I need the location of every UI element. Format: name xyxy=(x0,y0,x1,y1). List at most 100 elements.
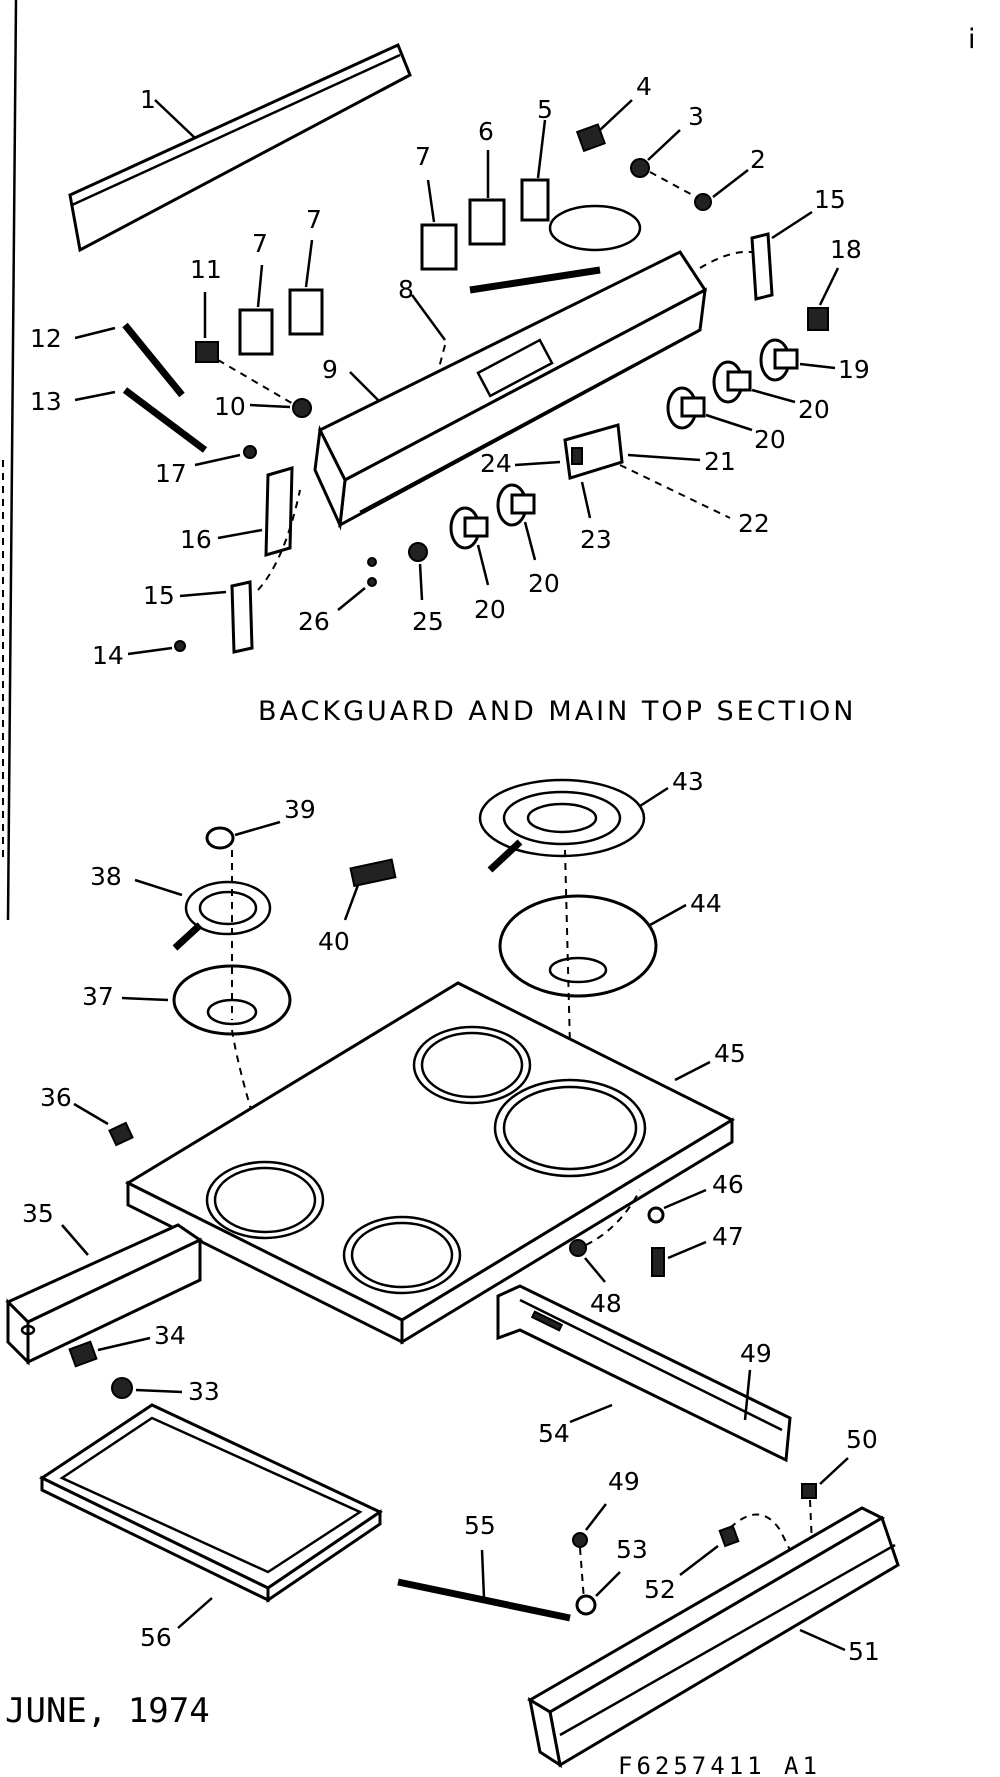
label-43: 43 xyxy=(672,767,704,796)
leader-36 xyxy=(73,1102,109,1126)
part-7-switch-b xyxy=(238,308,274,356)
label-16: 16 xyxy=(180,525,212,554)
label-14: 14 xyxy=(92,641,124,670)
label-12: 12 xyxy=(30,324,62,353)
label-26: 26 xyxy=(298,607,330,636)
part-13-wire-harness xyxy=(122,387,208,453)
leader-14 xyxy=(127,646,173,656)
part-26-screws xyxy=(367,557,377,587)
leader-45 xyxy=(674,1060,711,1082)
leader-34 xyxy=(97,1336,151,1352)
leader-20c xyxy=(705,413,753,432)
corner-mark: i xyxy=(968,24,979,55)
part-47-screw xyxy=(651,1247,665,1277)
label-11: 11 xyxy=(190,255,222,284)
label-10: 10 xyxy=(214,392,246,421)
part-51-front-trim xyxy=(527,1506,900,1769)
label-8: 8 xyxy=(398,275,414,304)
label-53: 53 xyxy=(616,1535,648,1564)
leader-7c xyxy=(304,239,314,288)
label-52: 52 xyxy=(644,1575,676,1604)
label-25: 25 xyxy=(412,607,444,636)
label-37: 37 xyxy=(82,982,114,1011)
leader-1 xyxy=(154,99,196,139)
leader-10 xyxy=(249,403,291,409)
label-20a: 20 xyxy=(474,595,506,624)
label-51: 51 xyxy=(848,1637,880,1666)
label-44: 44 xyxy=(690,889,722,918)
part-7-switch-c xyxy=(288,288,324,336)
label-7c: 7 xyxy=(306,205,322,234)
label-15b: 15 xyxy=(143,581,175,610)
leader-24 xyxy=(514,460,561,467)
part-50-clip xyxy=(801,1483,817,1499)
leader-16 xyxy=(217,528,263,540)
leader-46 xyxy=(663,1188,707,1210)
part-15-end-cap-right xyxy=(750,232,774,301)
part-53-nut xyxy=(575,1594,597,1616)
part-17-screw xyxy=(243,445,257,459)
leader-20d xyxy=(751,388,796,404)
leader-48 xyxy=(584,1257,606,1283)
footer-code: F6257411 A1 xyxy=(618,1752,821,1777)
leader-43 xyxy=(639,786,669,808)
label-50: 50 xyxy=(846,1425,878,1454)
leader-20a xyxy=(476,544,490,586)
label-36: 36 xyxy=(40,1083,72,1112)
label-40: 40 xyxy=(318,927,350,956)
part-14-screw xyxy=(174,640,186,652)
dash-15-16 xyxy=(257,489,301,591)
part-3-nut xyxy=(630,158,650,178)
label-7b: 7 xyxy=(252,229,268,258)
part-7-switch-a xyxy=(420,223,458,271)
part-20-knob-b xyxy=(496,483,536,527)
dash-11 xyxy=(217,359,296,406)
part-20-knob-d xyxy=(712,360,752,404)
label-5: 5 xyxy=(537,95,553,124)
label-49a: 49 xyxy=(740,1339,772,1368)
label-19: 19 xyxy=(838,355,870,384)
label-49b: 49 xyxy=(608,1467,640,1496)
part-49-screw xyxy=(572,1532,588,1548)
part-5-thermostat xyxy=(469,178,642,294)
leader-17 xyxy=(194,453,241,467)
label-55: 55 xyxy=(464,1511,496,1540)
part-11-clip xyxy=(195,341,219,363)
leader-9 xyxy=(349,371,379,401)
label-18: 18 xyxy=(830,235,862,264)
footer-date: JUNE, 1974 xyxy=(5,1691,210,1731)
dash-2-3 xyxy=(649,171,699,199)
leader-35 xyxy=(61,1224,89,1256)
leader-49b xyxy=(585,1503,607,1531)
left-margin-line xyxy=(6,0,18,921)
label-48: 48 xyxy=(590,1289,622,1318)
leader-18 xyxy=(818,267,840,306)
part-46-grommet xyxy=(647,1206,665,1224)
part-48-nut xyxy=(569,1239,587,1257)
leader-23 xyxy=(580,481,592,519)
part-34-clip xyxy=(68,1340,98,1368)
leader-12 xyxy=(74,326,116,340)
leader-13 xyxy=(74,390,116,402)
leader-4 xyxy=(599,99,633,131)
dash-15-right xyxy=(699,250,753,269)
part-21-clock xyxy=(563,423,624,480)
label-35: 35 xyxy=(22,1199,54,1228)
label-6: 6 xyxy=(478,117,494,146)
part-16-bracket xyxy=(264,465,294,558)
label-17: 17 xyxy=(155,459,187,488)
dash-48 xyxy=(585,1189,641,1246)
leader-55 xyxy=(480,1549,486,1599)
leader-15a xyxy=(771,210,813,240)
label-38: 38 xyxy=(90,862,122,891)
label-3: 3 xyxy=(688,102,704,131)
leader-37 xyxy=(121,996,169,1002)
part-36-clip xyxy=(108,1121,134,1147)
leader-38 xyxy=(134,878,183,897)
part-20-knob-c xyxy=(666,386,706,430)
label-39: 39 xyxy=(284,795,316,824)
leader-33 xyxy=(135,1388,183,1394)
part-43-large-element xyxy=(478,778,646,873)
part-25-knob-insert xyxy=(408,542,428,562)
